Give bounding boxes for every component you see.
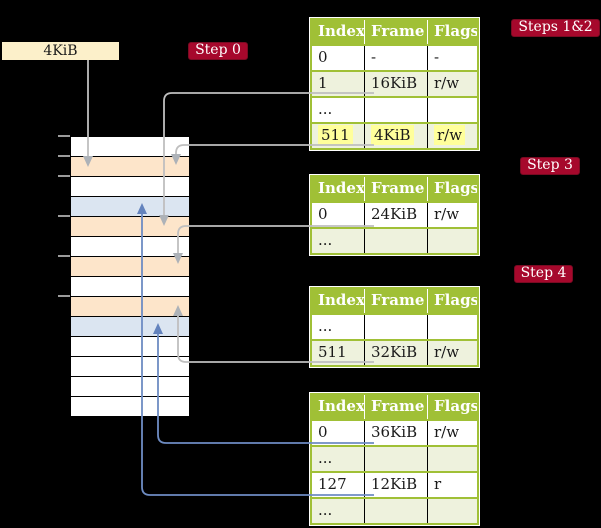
memory-tick — [58, 155, 70, 157]
memory-frame-row-orange — [71, 156, 189, 176]
highlighted-value: 4KiB — [371, 125, 414, 145]
table-cell: - — [365, 46, 428, 70]
badge-step-3: Step 3 — [520, 157, 580, 175]
table-cell: ... — [312, 499, 365, 523]
table-cell — [365, 447, 428, 471]
memory-frame-row-white — [71, 236, 189, 256]
table-cell — [365, 499, 428, 523]
memory-frame-row-white — [71, 336, 189, 356]
table-cell: ... — [312, 98, 365, 122]
root-table-address-box: 4KiB — [2, 42, 119, 60]
table-row: 511 4KiB r/w — [312, 124, 477, 148]
badge-steps-1-2: Steps 1&2 — [511, 19, 600, 37]
table-cell — [428, 447, 477, 471]
table-cell: 16KiB — [365, 72, 428, 96]
memory-frame-row-white — [71, 356, 189, 376]
table-row: ... — [312, 229, 477, 253]
table-row: ... — [312, 315, 477, 339]
table-header-cell: Index — [312, 395, 365, 419]
memory-frame-row-white — [71, 176, 189, 196]
table-cell: r/w — [428, 72, 477, 96]
memory-frame-row-orange — [71, 296, 189, 316]
table-header-cell: Index — [312, 289, 365, 313]
table-header-cell: Index — [312, 20, 365, 44]
table-cell: r/w — [428, 203, 477, 227]
table-header-cell: Flags — [428, 395, 477, 419]
table-cell: 0 — [312, 46, 365, 70]
table-row: ... — [312, 499, 477, 523]
table-header-cell: Frame — [365, 395, 428, 419]
memory-tick — [58, 175, 70, 177]
memory-frame-row-orange — [71, 216, 189, 236]
table-header-cell: Flags — [428, 177, 477, 201]
memory-frame-row-white — [71, 396, 189, 416]
table-row: 0-- — [312, 46, 477, 70]
badge-step-0: Step 0 — [188, 42, 248, 60]
table-cell — [428, 499, 477, 523]
table-cell: r — [428, 473, 477, 497]
table-row: ... — [312, 447, 477, 471]
table-cell: 12KiB — [365, 473, 428, 497]
table-cell — [428, 229, 477, 253]
table-header-cell: Index — [312, 177, 365, 201]
table-cell: ... — [312, 447, 365, 471]
table-cell: 32KiB — [365, 341, 428, 365]
table-cell — [365, 229, 428, 253]
badge-step-4: Step 4 — [514, 265, 573, 283]
table-cell: 36KiB — [365, 421, 428, 445]
physical-memory-column — [70, 136, 190, 417]
memory-tick — [58, 295, 70, 297]
table-header-cell: Frame — [365, 289, 428, 313]
table-cell: 511 — [312, 341, 365, 365]
table-cell: 1 — [312, 72, 365, 96]
table-cell: r/w — [428, 341, 477, 365]
table-cell: ... — [312, 315, 365, 339]
memory-tick — [58, 215, 70, 217]
table-cell: - — [428, 46, 477, 70]
memory-tick — [58, 255, 70, 257]
memory-frame-row-blue — [71, 196, 189, 216]
memory-frame-row-blue — [71, 316, 189, 336]
table-header-cell: Frame — [365, 20, 428, 44]
table-cell: ... — [312, 229, 365, 253]
table-header-cell: Flags — [428, 289, 477, 313]
table-cell: 511 — [312, 124, 365, 148]
table-cell: r/w — [428, 124, 477, 148]
memory-tick — [58, 135, 70, 137]
table-cell: 24KiB — [365, 203, 428, 227]
table-header-cell: Frame — [365, 177, 428, 201]
table-header-cell: Flags — [428, 20, 477, 44]
table-cell: 127 — [312, 473, 365, 497]
table-row: ... — [312, 98, 477, 122]
table-cell: 0 — [312, 421, 365, 445]
memory-frame-row-white — [71, 137, 189, 156]
table-cell — [365, 98, 428, 122]
table-cell — [428, 98, 477, 122]
table-cell: r/w — [428, 421, 477, 445]
highlighted-value: r/w — [434, 125, 466, 145]
highlighted-value: 511 — [318, 125, 353, 145]
table-cell: 4KiB — [365, 124, 428, 148]
table-cell — [428, 315, 477, 339]
memory-frame-row-white — [71, 276, 189, 296]
table-cell — [365, 315, 428, 339]
memory-frame-row-white — [71, 376, 189, 396]
memory-frame-row-orange — [71, 256, 189, 276]
table-cell: 0 — [312, 203, 365, 227]
